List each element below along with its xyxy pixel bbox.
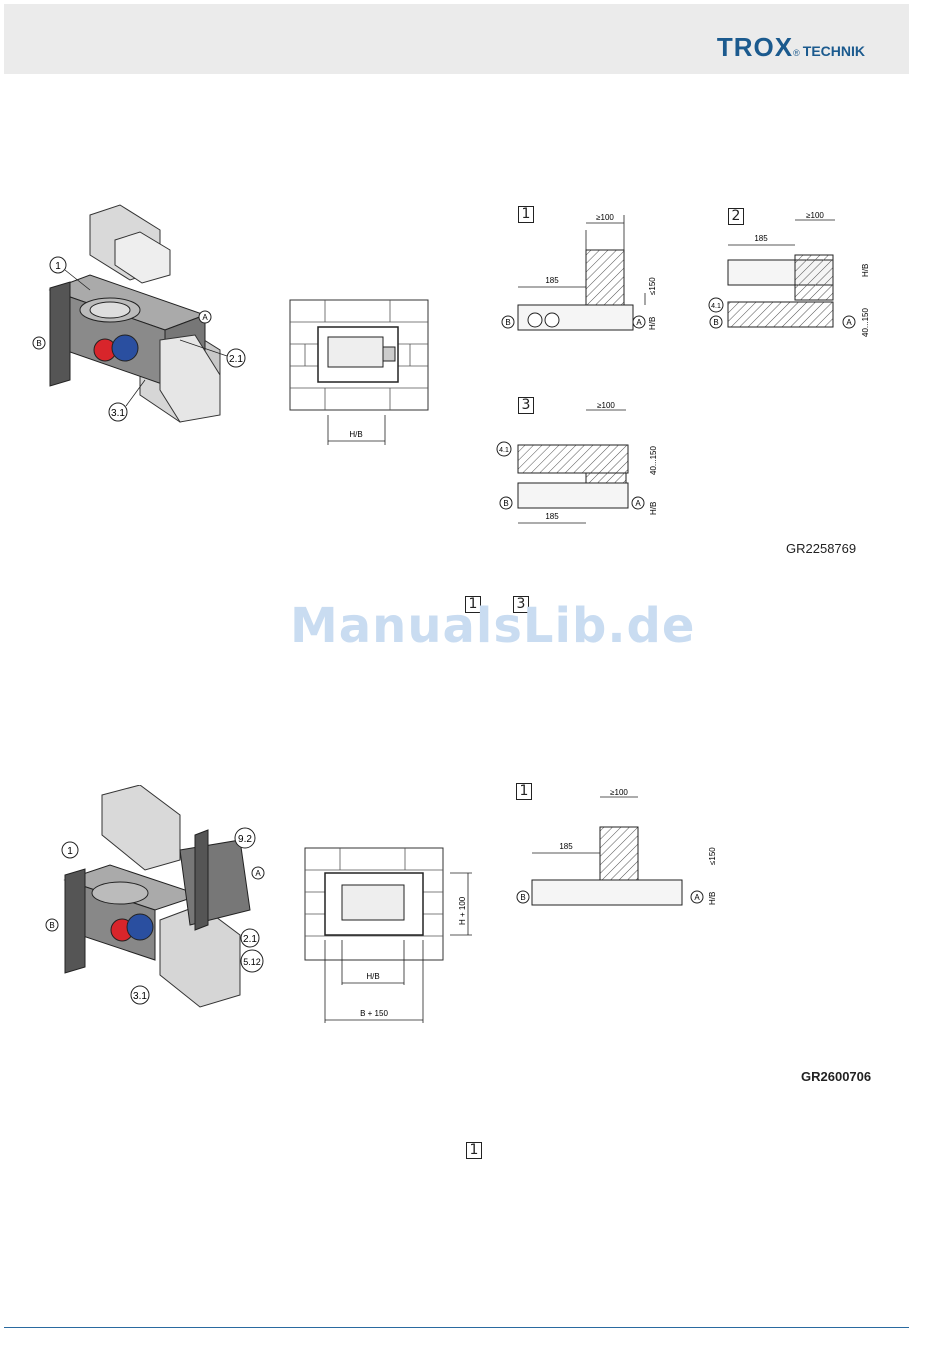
fig1-d1-marker-a: A: [636, 318, 642, 327]
fig1-d2-dim-40-150: 40...150: [861, 308, 870, 337]
trox-logo: TROX ® TECHNIK: [717, 32, 865, 63]
fig2-d1-dim-150: ≤150: [708, 847, 717, 865]
fig1-detail2: ≥100 185 H/B 40...150 4.1 B A: [700, 205, 890, 340]
fig1-d2-dim-100: ≥100: [806, 211, 824, 220]
fig1-d3-dim-hb: H/B: [649, 502, 658, 515]
fig1-callout-3-1: 3.1: [111, 408, 125, 419]
fig1-front-dim-hb: H/B: [349, 430, 362, 439]
fig1-callout-1: 1: [55, 261, 61, 272]
fig2-d1-dim-185: 185: [559, 842, 573, 851]
fig2-callout-9-2: 9.2: [238, 834, 252, 845]
fig2-front-dim-hb: H/B: [366, 972, 379, 981]
logo-sub: TECHNIK: [803, 43, 865, 59]
fig1-d3-callout: 4.1: [499, 447, 509, 454]
fig2-marker-b: B: [49, 921, 54, 930]
footer-rule: [4, 1327, 909, 1328]
fig2-d1-dim-hb: H/B: [708, 892, 717, 905]
fig2-front-view: H/B B + 150 H + 100: [300, 845, 475, 1030]
fig2-marker-a: A: [255, 869, 261, 878]
fig1-d2-marker-a: A: [846, 318, 852, 327]
fig1-d1-dim-hb: H/B: [648, 317, 657, 330]
fig1-callout-2-1: 2.1: [229, 354, 243, 365]
fig2-callout-5-12: 5.12: [243, 957, 261, 967]
watermark: ManualsLib.de: [290, 598, 695, 654]
fig1-code: GR2258769: [786, 541, 856, 556]
fig2-callout-2-1: 2.1: [243, 934, 257, 945]
fig2-isometric: 1 9.2 2.1 5.12 3.1 A B: [40, 785, 275, 1015]
fig1-detail3: ≥100 185 40...150 H/B 4.1 B A: [490, 395, 675, 540]
logo-registered: ®: [793, 48, 800, 58]
logo-main: TROX: [717, 32, 793, 63]
fig1-marker-a: A: [202, 313, 208, 322]
fig2-detail1: ≥100 185 ≤150 H/B B A: [510, 785, 725, 910]
fig2-d1-dim-100: ≥100: [610, 788, 628, 797]
fig1-d3-marker-a: A: [635, 499, 641, 508]
fig1-front-view: H/B: [285, 295, 435, 455]
fig1-d3-dim-185: 185: [545, 512, 559, 521]
fig2-front-dim-h100: H + 100: [458, 896, 467, 925]
fig2-d1-marker-b: B: [520, 893, 525, 902]
fig2-ref-box-1: 1: [466, 1142, 482, 1159]
fig1-d1-dim-100: ≥100: [596, 213, 614, 222]
fig2-callout-3-1: 3.1: [133, 991, 147, 1002]
fig1-marker-b: B: [36, 339, 41, 348]
fig2-d1-marker-a: A: [694, 893, 700, 902]
fig1-detail1: ≥100 185 ≤150 H/B B A: [500, 205, 670, 340]
fig1-d3-dim-100: ≥100: [597, 401, 615, 410]
fig1-isometric: 1 2.1 3.1 A B: [30, 200, 260, 430]
fig1-d1-dim-150: ≤150: [648, 277, 657, 295]
fig2-callout-1: 1: [67, 846, 73, 857]
fig2-code: GR2600706: [801, 1069, 871, 1084]
fig1-d3-marker-b: B: [503, 499, 508, 508]
fig1-d3-dim-40-150: 40...150: [649, 446, 658, 475]
fig2-front-dim-b150: B + 150: [360, 1009, 388, 1018]
fig1-d2-dim-185: 185: [754, 234, 768, 243]
fig1-d1-dim-185: 185: [545, 276, 559, 285]
fig1-d2-marker-b: B: [713, 318, 718, 327]
fig1-d1-marker-b: B: [505, 318, 510, 327]
page-header: TROX ® TECHNIK: [4, 4, 909, 74]
fig1-d2-callout: 4.1: [711, 303, 721, 310]
fig1-d2-dim-hb: H/B: [861, 264, 870, 277]
